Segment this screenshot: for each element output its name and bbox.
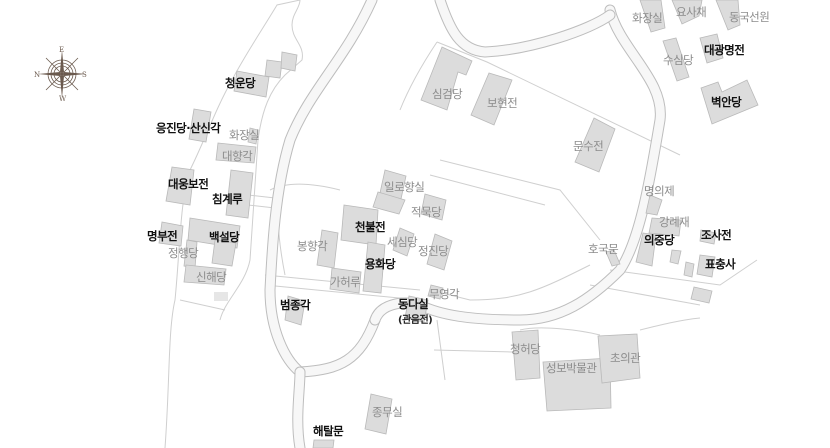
building-label-bohyeonjeon[interactable]: 보현전 — [487, 96, 518, 110]
building-label-daehyanggak[interactable]: 대향각 — [222, 149, 253, 163]
building-label-sesimdang[interactable]: 세심당 — [387, 235, 418, 249]
building-label-yosachae[interactable]: 요사채 — [676, 5, 707, 19]
building-label-bonghyanggak[interactable]: 봉향각 — [297, 239, 328, 253]
building-label-uijungdang[interactable]: 의중당 — [644, 233, 675, 247]
building-label-hogukmun[interactable]: 호국문 — [588, 242, 619, 256]
building-label-jeonghaengdang[interactable]: 정행당 — [168, 246, 199, 260]
building-label-daegwangmyeongjeon[interactable]: 대광명전 — [704, 43, 745, 57]
building-label-cheongundang[interactable]: 청운당 — [225, 76, 256, 90]
building-label-munsujeon[interactable]: 문수전 — [573, 139, 604, 153]
buildings — [158, 0, 759, 448]
building-label-haetalmun[interactable]: 해탈문 — [313, 424, 344, 438]
building-label-josajeon[interactable]: 조사전 — [701, 228, 732, 242]
building-label-dongdasil[interactable]: 동다실 — [398, 297, 429, 311]
building-label-seongbo-museum[interactable]: 성보박물관 — [546, 361, 597, 375]
building-label-yonghwadang[interactable]: 용화당 — [365, 257, 396, 271]
compass-rose-icon: E S W N — [34, 46, 90, 103]
svg-text:S: S — [82, 71, 87, 79]
building-label-hwajangsil-west[interactable]: 화장실 — [229, 128, 260, 142]
svg-text:E: E — [59, 46, 64, 54]
building-label-myeonguije[interactable]: 명의제 — [644, 184, 675, 198]
building-label-pyochungsa[interactable]: 표충사 — [705, 257, 736, 271]
building-label-jongmusil[interactable]: 종무실 — [372, 405, 403, 419]
building-label-hwajangsil-east[interactable]: 화장실 — [632, 11, 663, 25]
building-label-simgeomdang[interactable]: 심검당 — [432, 87, 463, 101]
building-label-sinhaedang[interactable]: 신해당 — [196, 270, 227, 284]
building-label-jeongjindang[interactable]: 정진당 — [418, 244, 449, 258]
building-label-jeongmukdang[interactable]: 적묵당 — [411, 205, 442, 219]
building-label-byeokandang[interactable]: 벽안당 — [711, 95, 742, 109]
building-label-eungjindang-sansingak[interactable]: 응진당·산신각 — [156, 121, 221, 135]
building-label-choeuigwan[interactable]: 초의관 — [610, 351, 641, 365]
building-label-gwaneumjeon[interactable]: (관음전) — [398, 315, 433, 326]
building-label-muyeonggak[interactable]: 무영각 — [429, 287, 460, 301]
building-label-cheongheodang[interactable]: 청허당 — [510, 342, 541, 356]
building-label-chimgyeru[interactable]: 침계루 — [212, 192, 243, 206]
svg-text:N: N — [34, 71, 40, 79]
building-label-illohyangsil[interactable]: 일로향실 — [384, 180, 425, 194]
svg-text:W: W — [59, 95, 67, 102]
building-label-baekseoldang[interactable]: 백설당 — [209, 230, 240, 244]
building-label-gangnyejae[interactable]: 강례재 — [659, 215, 690, 229]
building-label-myeongbujeon[interactable]: 명부전 — [147, 229, 178, 243]
building-label-beomjonggak[interactable]: 범종각 — [280, 298, 311, 312]
building-label-donggukseonwon[interactable]: 동국선원 — [729, 10, 770, 24]
building-label-cheonbuljeon[interactable]: 천불전 — [355, 220, 386, 234]
building-label-sushimdang[interactable]: 수심당 — [663, 53, 694, 67]
building-label-daeungbojeon[interactable]: 대웅보전 — [168, 177, 209, 191]
footpaths — [164, 0, 758, 448]
building-label-gaheoru[interactable]: 가허루 — [330, 275, 361, 289]
